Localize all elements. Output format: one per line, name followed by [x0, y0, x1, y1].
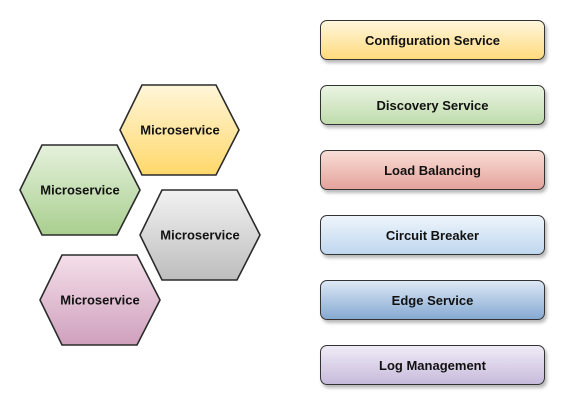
- microservice-label: Microservice: [40, 183, 120, 198]
- microservice-hexagon-green: Microservice: [19, 144, 141, 236]
- hexagon-shape: [19, 144, 141, 236]
- service-label: Load Balancing: [384, 162, 481, 178]
- microservice-label: Microservice: [60, 293, 140, 308]
- service-label: Edge Service: [391, 292, 474, 308]
- configuration-service-box: Configuration Service: [320, 20, 545, 60]
- circuit-breaker-box: Circuit Breaker: [320, 215, 545, 255]
- microservice-hexagon-yellow: Microservice: [119, 84, 240, 176]
- microservice-hexagon-gray: Microservice: [139, 189, 261, 281]
- hexagon-shape: [119, 84, 240, 176]
- service-label: Discovery Service: [376, 97, 489, 113]
- microservice-label: Microservice: [160, 228, 240, 243]
- load-balancing-box: Load Balancing: [320, 150, 545, 190]
- log-management-box: Log Management: [320, 345, 545, 385]
- service-label: Circuit Breaker: [385, 227, 480, 243]
- hexagon-shape: [39, 254, 161, 346]
- microservice-label: Microservice: [140, 123, 220, 138]
- edge-service-box: Edge Service: [320, 280, 545, 320]
- microservices-cluster: Microservice Microservice Microservice M…: [19, 84, 261, 346]
- microservice-hexagon-pink: Microservice: [39, 254, 161, 346]
- service-label: Configuration Service: [364, 32, 501, 48]
- service-label: Log Management: [379, 357, 486, 373]
- hexagon-shape: [139, 189, 261, 281]
- discovery-service-box: Discovery Service: [320, 85, 545, 125]
